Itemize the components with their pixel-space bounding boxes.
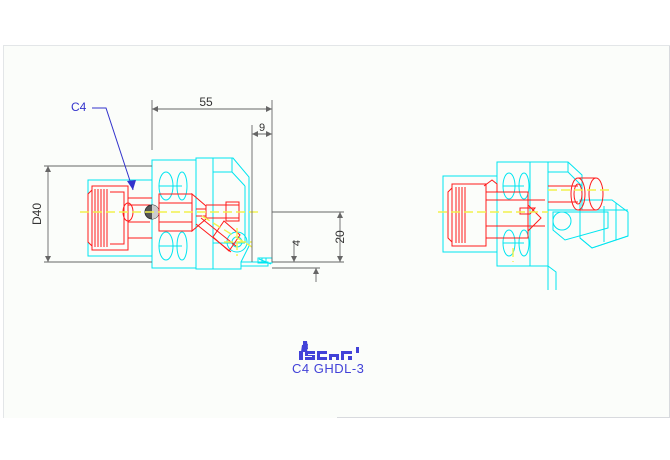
iso-coupling-taper bbox=[447, 187, 453, 243]
iso-insert-facets bbox=[592, 203, 628, 242]
arrow-9-right bbox=[266, 131, 272, 137]
annotation-label-c4: C4 bbox=[71, 100, 87, 114]
iscar-logo-letter-a bbox=[329, 354, 339, 360]
dimension-label-4: 4 bbox=[291, 240, 303, 246]
drawing-text-labels: C4 55 9 D40 4 20 C4 GHDL-3 bbox=[30, 95, 364, 376]
iso-seat-bore-tangents bbox=[578, 177, 596, 211]
front-section-view bbox=[44, 100, 344, 282]
iso-head-channel bbox=[548, 185, 578, 203]
iso-arm-pivot bbox=[552, 211, 572, 231]
arrow-4-bottom bbox=[313, 268, 319, 274]
iso-flange-bore-lower-back bbox=[518, 229, 530, 257]
iso-seat-bore-back bbox=[588, 177, 604, 211]
dimension-label-9: 9 bbox=[259, 122, 265, 134]
arrow-20-top bbox=[337, 212, 343, 218]
dimension-lines bbox=[44, 100, 344, 282]
iso-body-bottom bbox=[547, 265, 557, 290]
drive-wedge-lines bbox=[196, 208, 206, 217]
iso-seat-bore-inner bbox=[573, 183, 583, 205]
flange-bore-upper-back bbox=[176, 171, 188, 201]
centerlines-yellow bbox=[80, 211, 262, 256]
iso-flange-bore-upper-back bbox=[518, 172, 530, 200]
arrow-9-left bbox=[252, 131, 258, 137]
iscar-logo-letter-r-leg bbox=[348, 356, 352, 360]
internal-features-red bbox=[87, 185, 241, 253]
iso-internal-features-red bbox=[447, 177, 604, 247]
coupling-taper bbox=[87, 189, 93, 247]
insert-tip-hatch bbox=[258, 258, 272, 265]
dimension-label-20: 20 bbox=[333, 230, 347, 244]
iso-coupling-nose bbox=[451, 183, 487, 247]
arrow-d40-bottom bbox=[45, 256, 51, 262]
iso-tool-arm bbox=[552, 211, 609, 241]
iso-seat-bore-front bbox=[570, 177, 586, 211]
iscar-logo-letter-c bbox=[317, 351, 327, 360]
iscar-logo bbox=[299, 341, 359, 360]
head-inner-fold bbox=[213, 171, 246, 187]
coupling-nose bbox=[91, 185, 129, 251]
iso-head-transition bbox=[529, 161, 549, 267]
iscar-logo-flag-fold bbox=[301, 344, 308, 352]
arrow-55-right bbox=[266, 106, 272, 112]
iso-bore-tangents bbox=[503, 185, 524, 244]
arrow-d40-top bbox=[45, 166, 51, 172]
insert-tip bbox=[257, 257, 273, 264]
leader-line-c4 bbox=[92, 107, 134, 191]
dimension-label-d40: D40 bbox=[30, 203, 44, 225]
isometric-view bbox=[438, 161, 629, 290]
iscar-logo-letter-s bbox=[305, 351, 315, 360]
axis-centerline-inclined bbox=[201, 215, 253, 248]
iso-insert-base bbox=[579, 235, 629, 249]
drawing-sheet-overlay bbox=[337, 46, 670, 418]
coupling-collar bbox=[110, 191, 125, 245]
head-body bbox=[212, 157, 250, 270]
iso-body-outline-cyan bbox=[442, 161, 629, 290]
leader-arrow-c4 bbox=[127, 180, 136, 190]
arrow-20-bottom bbox=[337, 256, 343, 262]
iso-bore-lines bbox=[486, 199, 545, 227]
flange-bore-lower-back bbox=[176, 231, 188, 261]
iscar-logo-letter-i bbox=[299, 351, 303, 360]
annotation-leader bbox=[92, 107, 136, 191]
arrow-4-top bbox=[291, 256, 297, 262]
iso-coupling-threads bbox=[455, 187, 466, 243]
arrow-55-left bbox=[152, 106, 158, 112]
dimension-label-55: 55 bbox=[199, 95, 213, 109]
iscar-logo-tick bbox=[356, 347, 359, 353]
body-outline-cyan bbox=[87, 157, 273, 270]
iso-centerlines-yellow bbox=[438, 189, 612, 262]
coolant-channel bbox=[206, 204, 239, 219]
iso-shaft-body bbox=[486, 191, 529, 239]
lock-rod-block bbox=[212, 220, 241, 252]
insert-seat-plate bbox=[240, 261, 269, 267]
bore-inner-lines bbox=[128, 204, 150, 223]
iscar-logo-letter-r bbox=[341, 351, 352, 360]
locking-screw-highlight bbox=[152, 205, 159, 219]
part-number-label: C4 GHDL-3 bbox=[292, 361, 364, 376]
iso-wedge-cone bbox=[527, 204, 542, 232]
coupling-thread-lines bbox=[94, 189, 108, 247]
head-transition bbox=[195, 157, 214, 270]
central-shaft-inner bbox=[159, 202, 192, 223]
iso-key-lug bbox=[483, 179, 498, 192]
